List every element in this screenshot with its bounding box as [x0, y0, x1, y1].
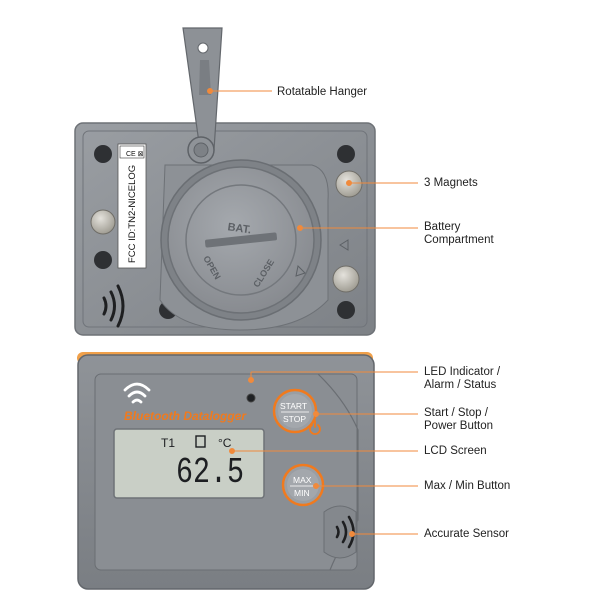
bat-label: BAT. — [227, 221, 252, 236]
led-indicator — [246, 393, 256, 403]
rotatable-hanger — [182, 27, 223, 164]
callout-sensor: Accurate Sensor — [424, 528, 510, 540]
callout-battery-line2: Compartment — [424, 234, 494, 246]
lcd-unit: °C — [218, 436, 232, 450]
sound-waves-icon — [102, 284, 125, 328]
wireless-icon — [123, 382, 151, 404]
stop-label: STOP — [283, 414, 306, 424]
callout-lines — [207, 88, 418, 537]
start-stop-button[interactable]: START STOP — [272, 388, 321, 435]
callout-battery-line1: Battery — [424, 221, 461, 233]
callout-start-line1: Start / Stop / — [424, 407, 488, 419]
lcd-reading: 62.5 — [176, 452, 244, 493]
callout-start-line2: Power Button — [424, 420, 494, 432]
fcc-sticker — [117, 143, 147, 269]
power-icon — [309, 420, 321, 435]
device-front-view: Bluetooth Datalogger T1 °C 62.5 START ST… — [77, 352, 375, 590]
magnet-icon — [332, 265, 360, 293]
callout-magnets: 3 Magnets — [424, 177, 478, 189]
callout-rotatable-hanger: Rotatable Hanger — [277, 86, 368, 98]
close-arrow-icon — [295, 264, 306, 277]
corner-hole-icon — [337, 145, 355, 163]
lcd-record-icon — [195, 435, 206, 448]
callout-maxmin: Max / Min Button — [424, 480, 511, 492]
ce-mark: CE ⊠ — [126, 151, 144, 158]
min-label: MIN — [294, 488, 310, 498]
max-label: MAX — [293, 475, 312, 485]
max-min-button[interactable]: MAX MIN — [281, 463, 325, 507]
corner-hole-icon — [94, 145, 112, 163]
brand-text: Bluetooth Datalogger — [124, 409, 247, 423]
corner-hole-icon — [94, 251, 112, 269]
callout-lcd-screen: LCD Screen — [424, 445, 487, 457]
device-back-view: CE ⊠ FCC ID:TN2-NICELOG BAT. OPEN CLOSE — [74, 27, 376, 336]
magnet-icon — [90, 209, 116, 235]
lcd-channel: T1 — [161, 436, 175, 450]
open-arrow-icon — [339, 239, 349, 251]
fcc-id-text: FCC ID:TN2-NICELOG — [127, 165, 138, 263]
callout-led-line1: LED Indicator / — [424, 366, 501, 378]
battery-compartment: BAT. OPEN CLOSE — [159, 159, 349, 331]
callout-led-line2: Alarm / Status — [424, 379, 497, 391]
corner-hole-icon — [337, 301, 355, 319]
lcd-screen — [113, 428, 265, 499]
start-label: START — [280, 401, 307, 411]
